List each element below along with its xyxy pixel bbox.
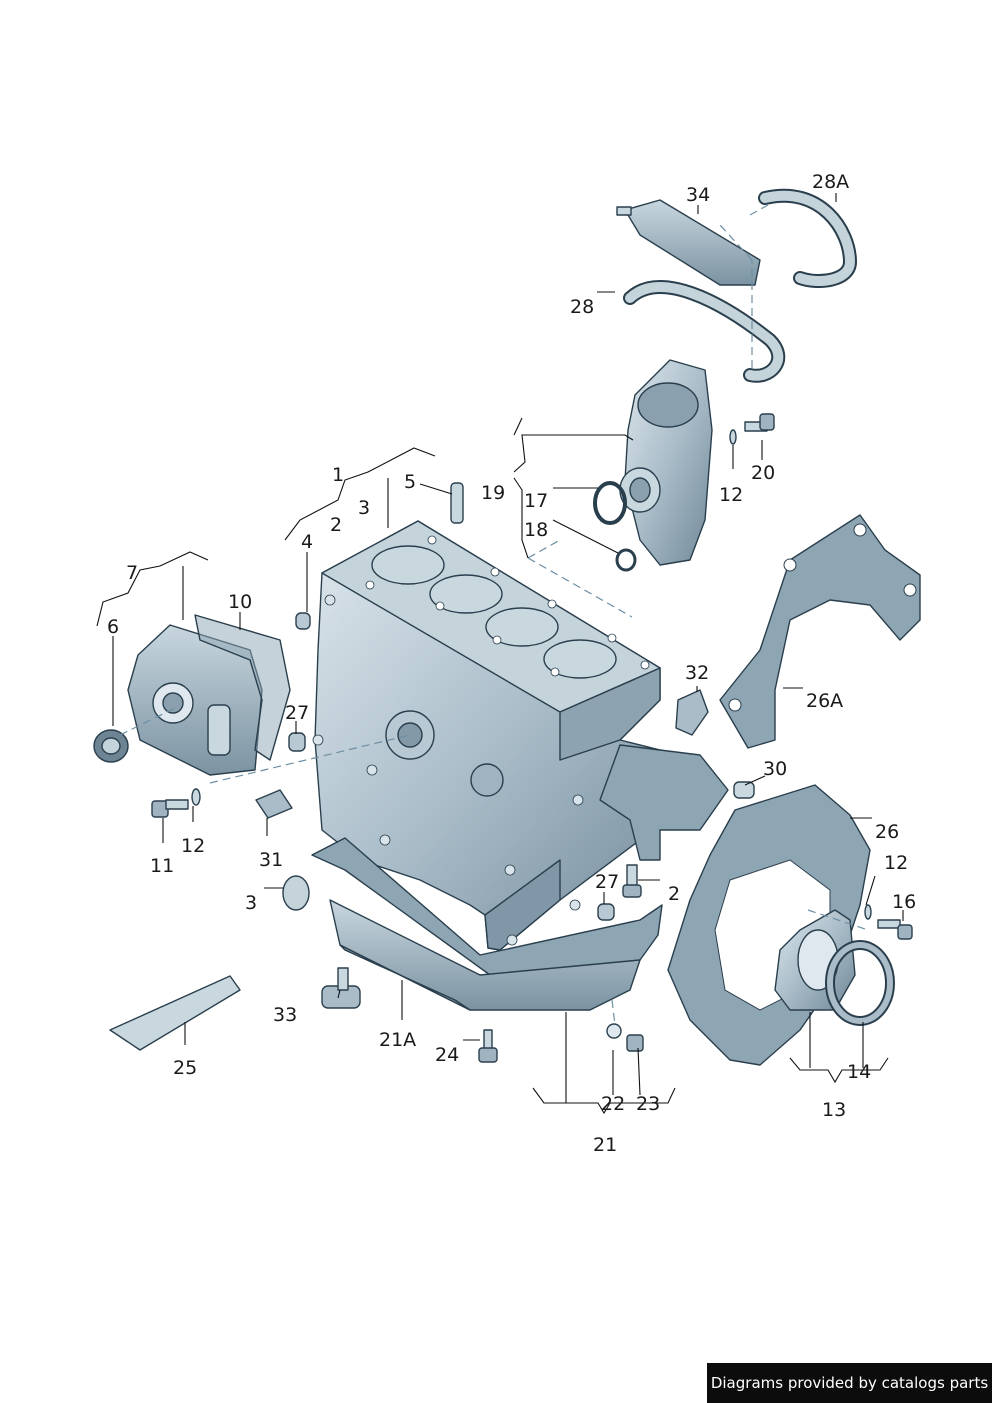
callout-27-right: 27 (595, 871, 619, 893)
bolt-27-right[interactable] (622, 864, 642, 898)
front-cover[interactable] (127, 624, 263, 776)
callout-2-right: 2 (668, 883, 680, 905)
hose-28[interactable] (623, 280, 786, 383)
callout-12-top: 12 (719, 484, 743, 506)
breather-housing[interactable] (619, 359, 713, 566)
callout-26: 26 (875, 821, 899, 843)
oring-17[interactable] (593, 481, 627, 525)
dowel-30[interactable] (733, 781, 755, 799)
heater-34[interactable] (616, 199, 761, 286)
callout-5: 5 (404, 471, 416, 493)
callout-11: 11 (150, 855, 174, 877)
sealing-ring-14[interactable] (825, 940, 895, 1026)
sleeve-27-left[interactable] (288, 732, 306, 752)
callout-3: 3 (358, 497, 370, 519)
callout-10: 10 (228, 591, 252, 613)
cap-32[interactable] (675, 689, 709, 736)
callout-6: 6 (107, 616, 119, 638)
callout-28: 28 (570, 296, 594, 318)
callout-7: 7 (126, 562, 138, 584)
callout-21a: 21A (379, 1029, 416, 1051)
callout-4: 4 (301, 531, 313, 553)
bolt-20[interactable] (744, 413, 775, 432)
seal-ring-3[interactable] (282, 875, 310, 911)
callout-24: 24 (435, 1044, 459, 1066)
callout-2: 2 (330, 514, 342, 536)
callout-21: 21 (593, 1134, 617, 1156)
callout-30: 30 (763, 758, 787, 780)
callout-12-left: 12 (181, 835, 205, 857)
stud-5[interactable] (450, 482, 464, 524)
hose-28a[interactable] (758, 188, 858, 288)
seal-22[interactable] (606, 1023, 622, 1039)
callout-20: 20 (751, 462, 775, 484)
callout-17: 17 (524, 490, 548, 512)
callout-23: 23 (636, 1093, 660, 1115)
washer-12-left[interactable] (191, 788, 201, 806)
callout-28a: 28A (812, 171, 849, 193)
leader-lines (96, 193, 904, 1115)
oil-seal-6[interactable] (93, 729, 129, 763)
callout-13: 13 (822, 1099, 846, 1121)
callout-16: 16 (892, 891, 916, 913)
callout-18: 18 (524, 519, 548, 541)
front-cover-gasket[interactable] (194, 614, 291, 761)
callout-32: 32 (685, 662, 709, 684)
callout-19: 19 (481, 482, 505, 504)
callout-3-seal: 3 (245, 892, 257, 914)
oil-pan[interactable] (311, 837, 663, 1011)
callout-25: 25 (173, 1057, 197, 1079)
callout-22: 22 (601, 1093, 625, 1115)
callout-14: 14 (847, 1061, 871, 1083)
oring-18[interactable] (615, 548, 637, 572)
alignment-lines (119, 204, 869, 1026)
bolt-11[interactable] (151, 799, 189, 818)
rear-engine-plate[interactable] (599, 744, 729, 861)
callout-31: 31 (259, 849, 283, 871)
bolt-16[interactable] (877, 919, 913, 940)
callout-12-right: 12 (884, 852, 908, 874)
callout-26a: 26A (806, 690, 843, 712)
dowel-27-right[interactable] (597, 903, 615, 921)
engine-block[interactable] (312, 520, 701, 951)
washer-12-top[interactable] (729, 429, 737, 445)
credit-banner: Diagrams provided by catalogs parts (707, 1363, 992, 1403)
drain-plug-23[interactable] (626, 1034, 644, 1052)
oil-level-sensor-33[interactable] (321, 967, 361, 1009)
credit-text: Diagrams provided by catalogs parts (710, 1374, 989, 1392)
callout-33: 33 (273, 1004, 297, 1026)
washer-12-right[interactable] (864, 904, 872, 920)
sealant-tube-25[interactable] (109, 975, 241, 1051)
callout-27-left: 27 (285, 702, 309, 724)
gasket-26a[interactable] (719, 514, 921, 749)
callout-labels: 1 2 3 5 4 7 10 6 27 11 12 31 3 19 17 18 … (107, 171, 916, 1156)
spring-31[interactable] (255, 789, 293, 819)
bolt-24[interactable] (478, 1029, 498, 1063)
callout-1: 1 (332, 464, 344, 486)
callout-34: 34 (686, 184, 710, 206)
dowel-4[interactable] (295, 612, 311, 630)
